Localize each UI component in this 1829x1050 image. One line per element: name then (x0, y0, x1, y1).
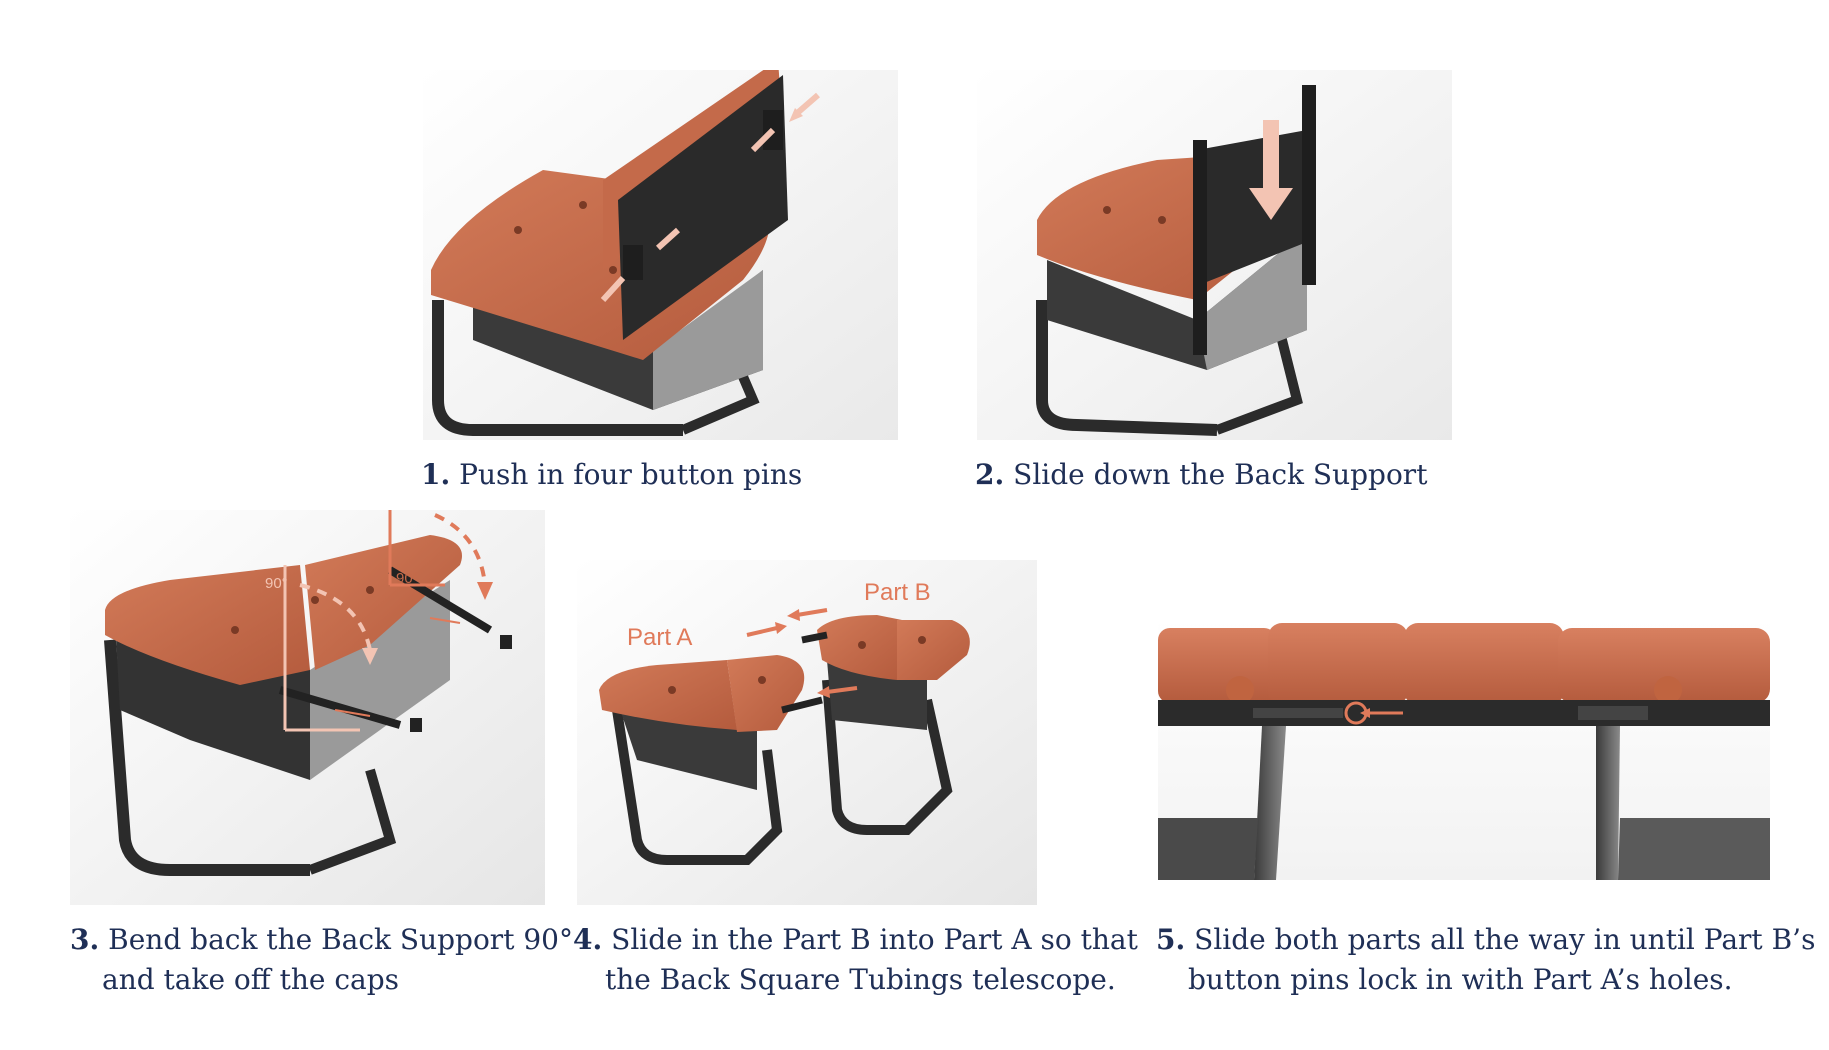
part-b-label: Part B (864, 579, 931, 606)
step-4-line2: the Back Square Tubings telescope. (605, 963, 1116, 996)
step-3-line2: and take off the caps (102, 963, 400, 996)
step-2-image (977, 70, 1452, 440)
step-4-caption: 4. Slide in the Part B into Part A so th… (573, 920, 1138, 1000)
step-5-line2: button pins lock in with Part A’s holes. (1188, 963, 1733, 996)
step-1-number: 1. (421, 458, 451, 491)
push-arrows (600, 92, 820, 303)
step-1-text: Push in four button pins (459, 458, 803, 491)
step-5-image (1158, 618, 1770, 880)
step-1-image (423, 70, 898, 440)
part-a-label: Part A (627, 624, 692, 651)
slide-down-arrow (1249, 120, 1293, 220)
step-2-number: 2. (975, 458, 1005, 491)
step-2-caption: 2. Slide down the Back Support (975, 455, 1427, 495)
angle-label-top: 90° (396, 570, 419, 587)
step-3-caption: 3. Bend back the Back Support 90° and ta… (70, 920, 573, 1000)
step-3-image: 90° 90° (70, 510, 545, 905)
step-5-caption: 5. Slide both parts all the way in until… (1156, 920, 1815, 1000)
telescope-arrows (746, 608, 858, 698)
step-4-line1: Slide in the Part B into Part A so that (611, 923, 1138, 956)
step-3-line1: Bend back the Back Support 90° (108, 923, 573, 956)
step-4-image: Part A Part B (577, 560, 1037, 905)
step-4-number: 4. (573, 923, 603, 956)
lock-indicator (1344, 701, 1403, 725)
angle-label-seat: 90° (265, 575, 288, 592)
step-3-number: 3. (70, 923, 100, 956)
step-5-line1: Slide both parts all the way in until Pa… (1194, 923, 1816, 956)
step-1-caption: 1. Push in four button pins (421, 455, 802, 495)
step-2-text: Slide down the Back Support (1013, 458, 1428, 491)
angle-guide (283, 510, 493, 732)
step-5-number: 5. (1156, 923, 1186, 956)
